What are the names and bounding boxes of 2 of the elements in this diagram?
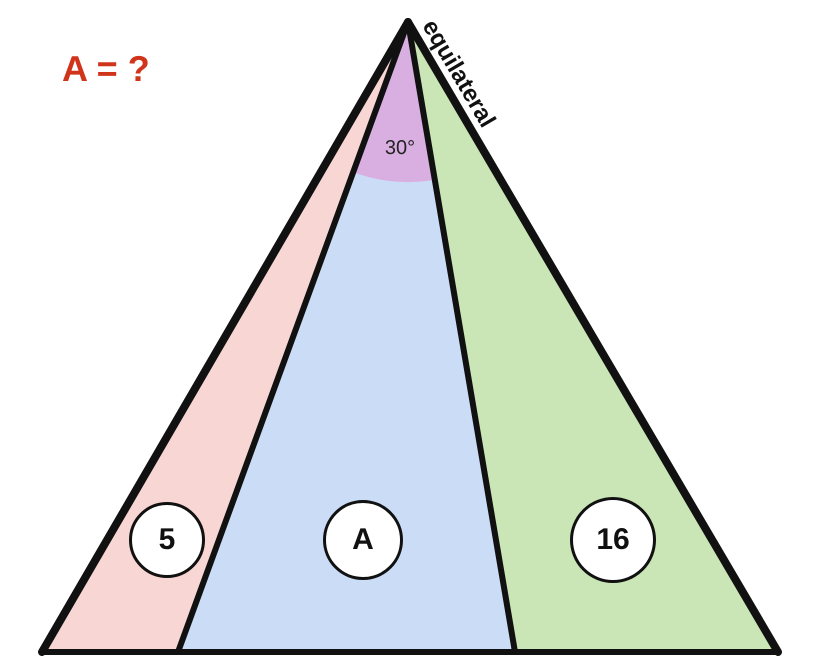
- angle-sector: 30°: [370, 128, 430, 168]
- question-text: A = ?: [62, 48, 150, 90]
